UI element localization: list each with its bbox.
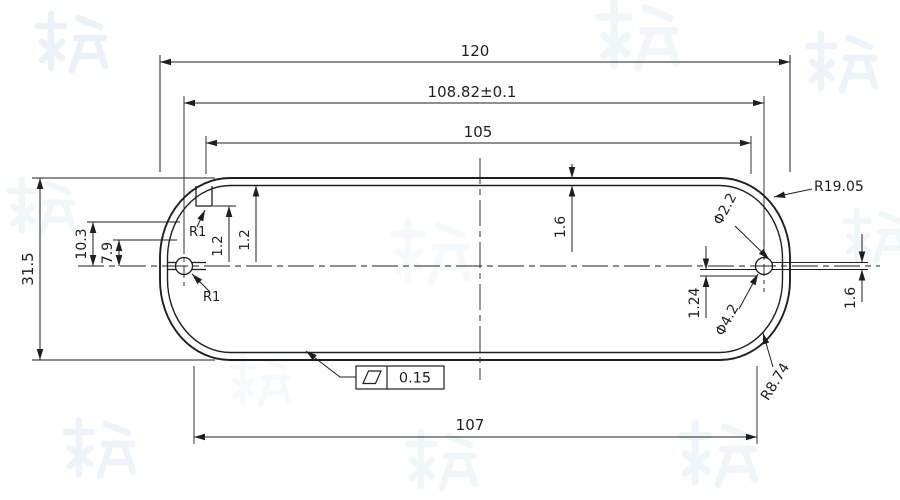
screw-hole-span-label: 108.82±0.1	[428, 83, 517, 101]
overall-height-label: 31.5	[19, 252, 37, 285]
inner-width-label: 105	[464, 123, 493, 141]
fcf-box	[355, 365, 445, 390]
left-offset-lower-label: 7.9	[100, 242, 116, 264]
top-left-slot	[195, 186, 213, 207]
top-wall-label: 1.6	[553, 216, 569, 238]
screw-boss-dia-label: Φ4.2	[713, 302, 743, 339]
boss-wall-label: 1.24	[687, 287, 703, 318]
feature-control-frame	[305, 350, 445, 390]
profile-outer-contour	[159, 177, 791, 361]
left-boss-circle	[174, 256, 194, 276]
inner-corner-radius-label: R8.74	[758, 360, 793, 403]
dim-bottom-width	[193, 366, 758, 444]
leaders	[191, 188, 813, 368]
profile-outline	[159, 177, 791, 361]
overall-width-label: 120	[461, 42, 490, 60]
outer-corner-radius-label: R19.05	[814, 179, 864, 195]
right-screw-boss	[754, 256, 868, 276]
dim-left-offset-upper	[87, 221, 180, 266]
dim-screw-hole-span	[183, 96, 765, 248]
left-screw-boss	[168, 256, 206, 276]
left-offset-upper-label: 10.3	[74, 228, 90, 259]
leader-fillet-top	[196, 209, 206, 228]
wall-thickness-b-label: 1.2	[237, 229, 253, 250]
wall-thickness-a-label: 1.2	[210, 235, 226, 256]
flatness-symbol-icon	[362, 370, 382, 385]
profile-inner-contour	[166, 184, 784, 354]
leader-screw-slot-dia	[734, 225, 770, 260]
leader-inner-corner-radius	[762, 332, 774, 368]
bottom-width-label: 107	[456, 416, 485, 434]
fillet-top-label: R1	[189, 225, 206, 240]
end-slot-width-label: 1.6	[843, 287, 859, 309]
leader-outer-corner-radius	[773, 188, 813, 198]
dim-left-offset-lower	[113, 239, 177, 266]
dimension-labels: 120 108.82±0.1 105 31.5 10.3 7.9 1.2 1.2…	[19, 42, 864, 434]
centerlines	[78, 158, 880, 380]
fcf-leader	[305, 350, 356, 378]
screw-slot-dia-label: Φ2.2	[711, 191, 741, 228]
flatness-tolerance-label: 0.15	[399, 371, 431, 387]
dim-overall-width	[159, 55, 791, 172]
fillet-bottom-label: R1	[203, 290, 220, 305]
dim-inner-width	[205, 136, 752, 174]
dim-wall-thickness-a	[213, 205, 236, 262]
leader-fillet-bottom	[191, 273, 211, 293]
dim-overall-height	[32, 177, 215, 361]
leader-screw-boss-dia	[738, 273, 759, 310]
dim-boss-wall	[700, 246, 757, 318]
